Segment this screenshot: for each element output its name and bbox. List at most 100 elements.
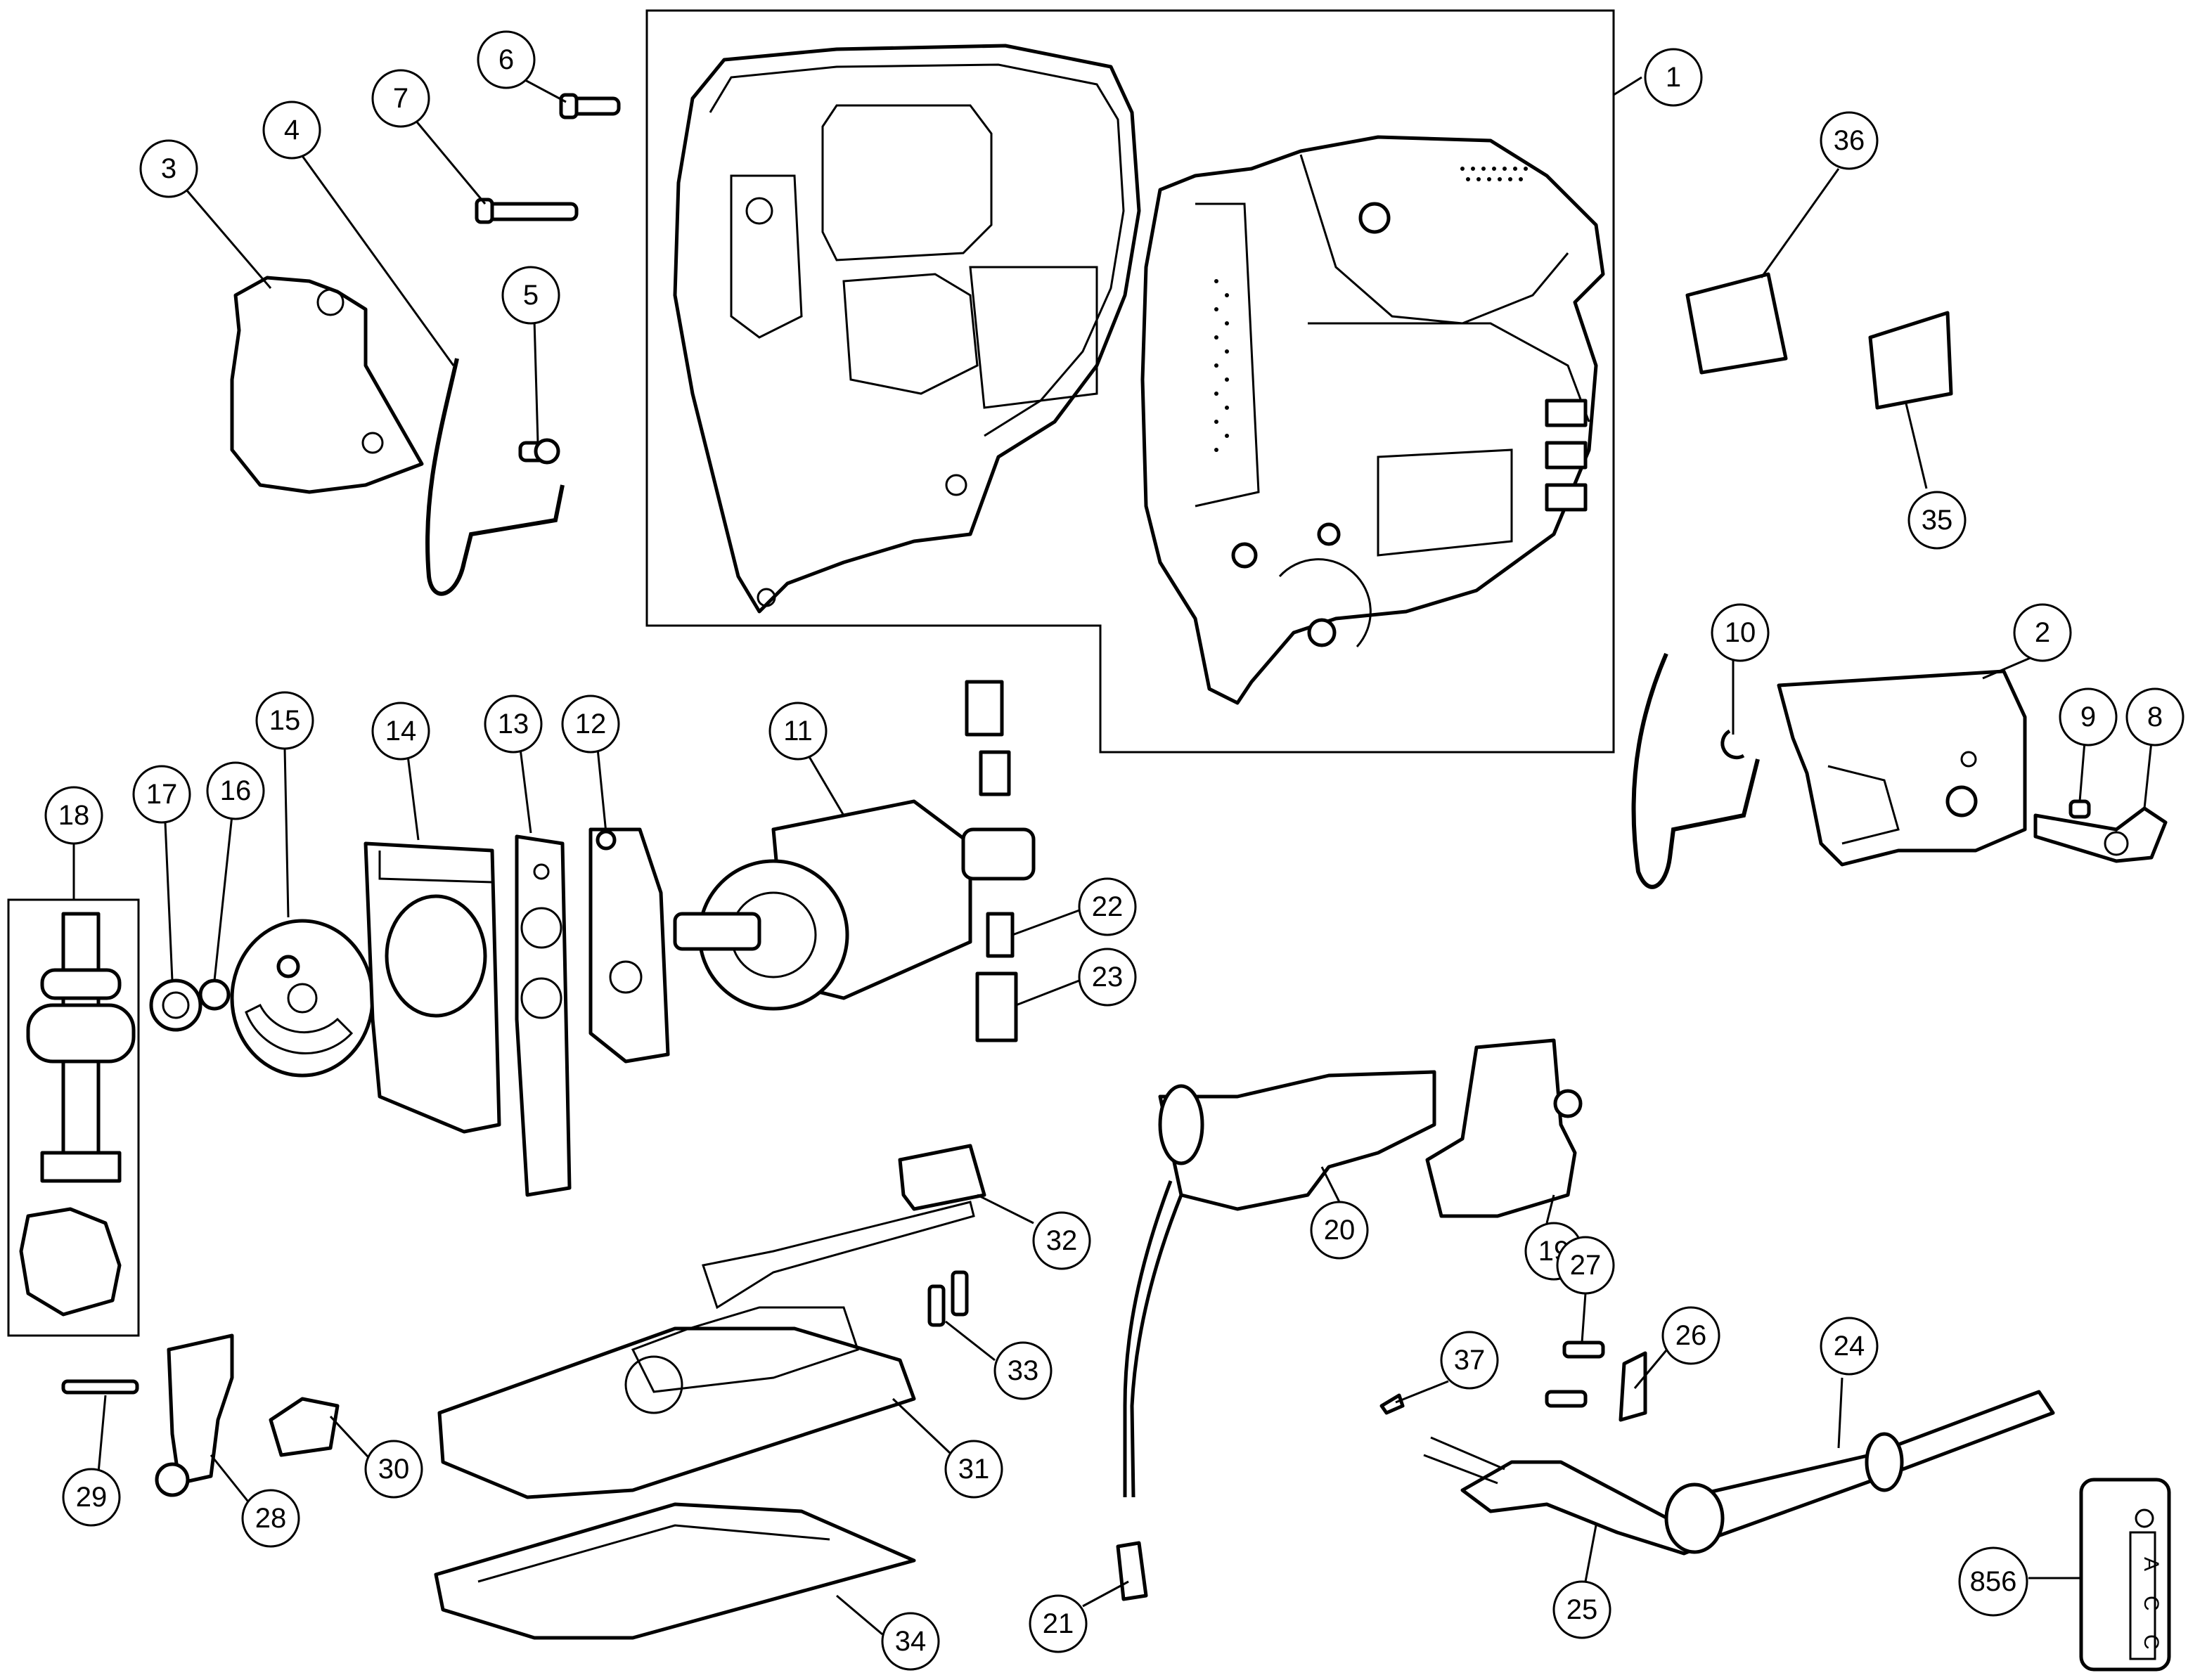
part-30-part: [269, 1397, 340, 1457]
callout-11: 11: [768, 702, 828, 761]
part-17-nut: [149, 978, 202, 1032]
svg-text:9: 9: [2080, 702, 2096, 732]
part-14-gear-plate: [363, 841, 501, 1134]
svg-text:31: 31: [958, 1454, 990, 1485]
part-26-clamp: [1619, 1351, 1647, 1422]
callout-22: 22: [1078, 877, 1137, 936]
part-22-brush: [986, 912, 1015, 958]
part-15-gear: [230, 919, 375, 1078]
callout-27: 27: [1556, 1236, 1615, 1295]
part-32-pad: [898, 1144, 986, 1211]
part-24-power-cord: [1423, 1390, 2055, 1556]
svg-text:29: 29: [76, 1482, 108, 1513]
part-34-base-plate: [434, 1502, 916, 1640]
callout-20: 20: [1310, 1201, 1369, 1260]
callout-13: 13: [484, 694, 543, 754]
part-12-bearing-plate: [588, 827, 670, 1064]
part-28-roller-guide: [155, 1333, 234, 1497]
callout-15: 15: [255, 691, 314, 750]
part-36-label: [1685, 272, 1788, 375]
callout-34: 34: [881, 1612, 940, 1671]
svg-text:35: 35: [1922, 505, 1953, 536]
svg-text:15: 15: [269, 705, 301, 736]
callout-3: 3: [139, 139, 198, 198]
callout-31: 31: [944, 1440, 1003, 1499]
callout-24: 24: [1820, 1317, 1879, 1376]
part-23-brush-holder: [975, 971, 1018, 1042]
part-856-acc-label: A C C: [2079, 1478, 2171, 1672]
svg-text:856: 856: [1970, 1566, 2017, 1597]
callout-9: 9: [2059, 687, 2118, 747]
part-4-hose: [425, 358, 565, 596]
part-27-screws: [1545, 1340, 1605, 1408]
acc-letter-2: C: [2140, 1596, 2163, 1611]
acc-letter-1: A: [2140, 1557, 2163, 1571]
svg-text:26: 26: [1675, 1320, 1707, 1351]
part-2-cover: [1777, 669, 2027, 867]
part-31-shoe: [437, 1201, 975, 1499]
svg-text:17: 17: [146, 779, 178, 810]
svg-text:1: 1: [1666, 62, 1681, 93]
part-7-pin: [475, 198, 579, 224]
callout-29: 29: [62, 1468, 121, 1527]
part-1-left-housing: [673, 44, 1141, 614]
callout-37: 37: [1440, 1331, 1499, 1390]
part-16-washer: [198, 978, 231, 1011]
svg-text:22: 22: [1092, 891, 1124, 922]
svg-text:30: 30: [378, 1454, 410, 1485]
svg-text:34: 34: [895, 1626, 927, 1657]
part-1-right-housing: [1140, 135, 1605, 705]
part-21-sleeve: [1116, 1541, 1148, 1601]
svg-text:10: 10: [1725, 617, 1756, 648]
svg-text:12: 12: [575, 709, 607, 739]
svg-text:18: 18: [58, 800, 90, 831]
housing-frame: [645, 9, 1615, 754]
callout-12: 12: [561, 694, 620, 754]
part-9-screw: [2068, 799, 2091, 819]
callout-23: 23: [1078, 948, 1137, 1007]
svg-text:21: 21: [1043, 1608, 1074, 1639]
brush-top-holder: [965, 680, 1004, 737]
callout-32: 32: [1032, 1211, 1091, 1270]
callout-26: 26: [1661, 1306, 1720, 1365]
callout-28: 28: [241, 1489, 300, 1548]
callout-10: 10: [1711, 603, 1770, 662]
leader-lines: [72, 72, 2153, 1636]
part-10-clip: [1720, 729, 1745, 760]
part-20-switch-assembly: [1123, 1070, 1436, 1498]
svg-text:20: 20: [1324, 1215, 1356, 1246]
part-29-pin: [61, 1379, 139, 1395]
part-8-lever: [2033, 806, 2168, 863]
part-19-switch-housing: [1425, 1038, 1583, 1218]
svg-text:13: 13: [498, 709, 529, 739]
part-11-armature: [673, 799, 1036, 1011]
svg-text:32: 32: [1046, 1225, 1078, 1256]
svg-text:11: 11: [783, 716, 813, 747]
callout-14: 14: [371, 702, 430, 761]
callout-33: 33: [993, 1341, 1053, 1400]
svg-text:37: 37: [1454, 1345, 1486, 1376]
callout-21: 21: [1029, 1594, 1088, 1653]
callout-8: 8: [2125, 687, 2185, 747]
svg-text:8: 8: [2147, 702, 2163, 732]
part-18-plunger-assembly: [7, 898, 140, 1337]
svg-text:7: 7: [393, 83, 408, 114]
callout-856: 856: [1958, 1546, 2028, 1617]
svg-text:36: 36: [1834, 125, 1865, 156]
part-37-terminal: [1379, 1393, 1405, 1415]
part-33-screws: [927, 1270, 969, 1327]
part-35-label: [1868, 311, 1953, 410]
svg-text:2: 2: [2035, 617, 2050, 648]
svg-text:3: 3: [161, 153, 176, 184]
svg-text:27: 27: [1570, 1250, 1602, 1281]
acc-letter-3: C: [2140, 1634, 2163, 1650]
part-10-hose: [1631, 652, 1760, 889]
svg-text:5: 5: [523, 280, 539, 311]
svg-text:24: 24: [1834, 1331, 1865, 1362]
callout-1: 1: [1644, 48, 1703, 107]
callout-2: 2: [2013, 603, 2072, 662]
callout-35: 35: [1907, 491, 1967, 550]
part-5-screw: [518, 438, 560, 465]
callout-30: 30: [364, 1440, 423, 1499]
callout-4: 4: [262, 101, 321, 160]
